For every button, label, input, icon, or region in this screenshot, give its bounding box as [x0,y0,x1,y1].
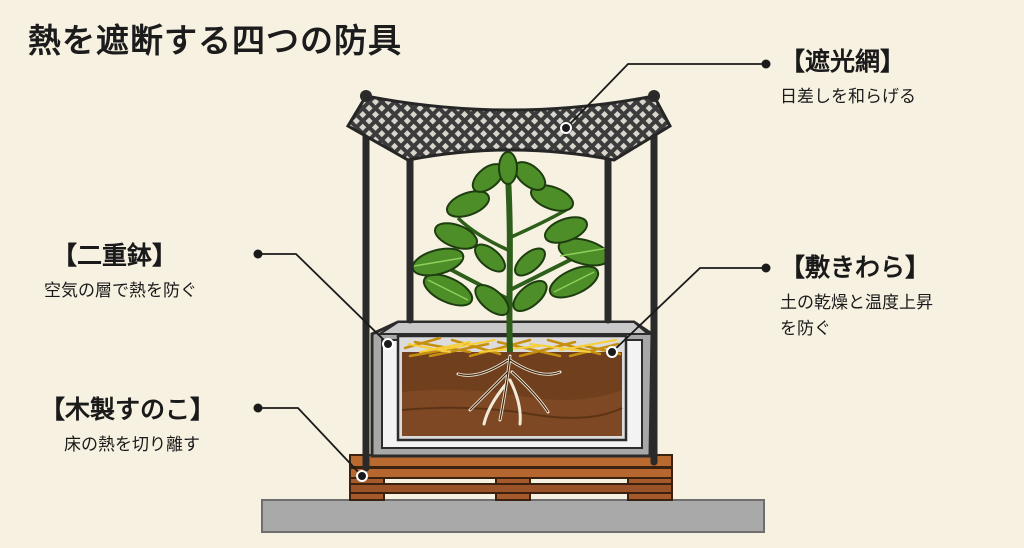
wooden-pallet [350,455,672,500]
callout-double-pot-name: 【二重鉢】 [44,236,197,272]
callout-wooden-pallet-desc: 床の熱を切り離す [40,432,215,458]
callout-straw-mulch-desc-line1: 土の乾燥と温度上昇 [780,290,933,316]
callout-straw-mulch-name: 【敷きわら】 [780,248,933,284]
callout-shade-net-name: 【遮光網】 [780,42,916,78]
callout-wooden-pallet: 【木製すのこ】 床の熱を切り離す [40,390,215,458]
shade-net [348,90,670,160]
callout-shade-net-desc: 日差しを和らげる [780,84,916,110]
callout-double-pot: 【二重鉢】 空気の層で熱を防ぐ [44,236,197,304]
callout-straw-mulch-desc: 土の乾燥と温度上昇 を防ぐ [780,290,933,342]
callout-shade-net: 【遮光網】 日差しを和らげる [780,42,916,110]
callout-straw-mulch-desc-line2: を防ぐ [780,316,933,342]
ground-slab [262,500,764,532]
callout-double-pot-desc: 空気の層で熱を防ぐ [44,278,197,304]
callout-straw-mulch: 【敷きわら】 土の乾燥と温度上昇 を防ぐ [780,248,933,342]
callout-wooden-pallet-name: 【木製すのこ】 [40,390,215,426]
